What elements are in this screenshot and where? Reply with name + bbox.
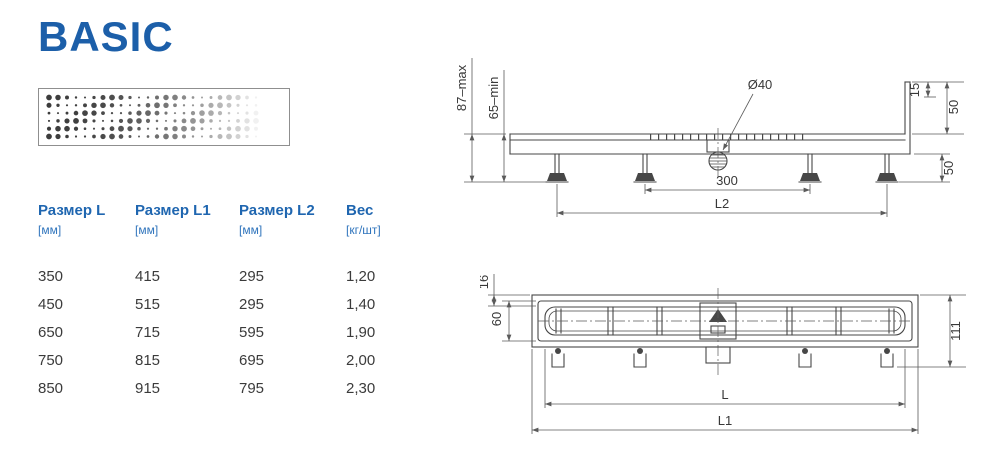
table-header-row: Размер L [мм] Размер L1 [мм] Размер L2 [… xyxy=(38,202,436,263)
col-label: Размер L1 xyxy=(135,202,211,219)
adjustable-leg xyxy=(875,153,899,183)
col-header-size-l1: Размер L1 [мм] xyxy=(135,202,239,263)
col-unit: [мм] xyxy=(239,223,263,237)
dim-height-min-label: 65–min xyxy=(486,77,501,120)
bottom-outlet-box xyxy=(705,346,731,364)
cell-size-l: 350 xyxy=(38,268,64,285)
dim-edge-offset-label: 15 xyxy=(907,83,922,97)
cell-weight: 2,00 xyxy=(346,352,376,369)
dim-length-l1-label: L1 xyxy=(718,413,732,428)
col-label: Размер L xyxy=(38,202,106,219)
side-view-dimensions: 87–max 65–min Ø40 15 50 50 300 L2 xyxy=(454,58,964,217)
side-view-drawing: 87–max 65–min Ø40 15 50 50 300 L2 xyxy=(454,58,964,217)
mounting-brackets xyxy=(551,348,894,368)
dim-length-l-label: L xyxy=(721,387,728,402)
dim-height-max-label: 87–max xyxy=(454,64,469,111)
cell-weight: 1,90 xyxy=(346,324,376,341)
cell-size-l: 450 xyxy=(38,296,64,313)
cell-size-l1: 815 xyxy=(135,352,161,369)
table-row: 650 715 595 1,90 xyxy=(38,319,436,347)
col-unit: [кг/шт] xyxy=(346,223,381,237)
grate-dots-pattern xyxy=(46,94,259,140)
adjustable-leg xyxy=(633,153,657,183)
col-header-size-l: Размер L [мм] xyxy=(38,202,135,263)
cell-size-l1: 515 xyxy=(135,296,161,313)
cell-size-l2: 295 xyxy=(239,296,265,313)
dim-leg-height-label: 50 xyxy=(941,161,956,175)
diameter-leader-line xyxy=(722,93,754,151)
cell-size-l2: 795 xyxy=(239,380,265,397)
cell-size-l: 650 xyxy=(38,324,64,341)
cell-weight: 2,30 xyxy=(346,380,376,397)
cell-size-l1: 915 xyxy=(135,380,161,397)
col-label: Размер L2 xyxy=(239,202,315,219)
page-title: BASIC xyxy=(38,13,174,60)
dim-length-l2-label: L2 xyxy=(715,196,729,211)
size-table: Размер L [мм] Размер L1 [мм] Размер L2 [… xyxy=(38,202,436,403)
dim-channel-width-label: 60 xyxy=(489,312,504,326)
top-view-drawing: 16 60 111 L L1 xyxy=(480,274,966,434)
cell-size-l1: 715 xyxy=(135,324,161,341)
cell-weight: 1,20 xyxy=(346,268,376,285)
channel-profile xyxy=(509,81,911,155)
cell-size-l2: 595 xyxy=(239,324,265,341)
cell-size-l: 850 xyxy=(38,380,64,397)
drain-outlet xyxy=(706,128,730,178)
dim-outlet-spacing-label: 300 xyxy=(716,173,738,188)
table-row: 350 415 295 1,20 xyxy=(38,263,436,291)
table-row: 450 515 295 1,40 xyxy=(38,291,436,319)
dim-total-width-label: 111 xyxy=(948,321,963,341)
cell-size-l: 750 xyxy=(38,352,64,369)
col-header-weight: Вес [кг/шт] xyxy=(346,202,436,263)
top-view-dimensions: 16 60 111 L L1 xyxy=(480,274,966,434)
col-unit: [мм] xyxy=(135,223,159,237)
cell-size-l1: 415 xyxy=(135,268,161,285)
dim-wall-flange-height-label: 50 xyxy=(946,100,961,114)
table-row: 750 815 695 2,00 xyxy=(38,347,436,375)
table-row: 850 915 795 2,30 xyxy=(38,375,436,403)
col-header-size-l2: Размер L2 [мм] xyxy=(239,202,346,263)
adjustable-leg xyxy=(545,153,569,183)
cell-size-l2: 695 xyxy=(239,352,265,369)
cell-size-l2: 295 xyxy=(239,268,265,285)
col-label: Вес xyxy=(346,202,374,219)
col-unit: [мм] xyxy=(38,223,62,237)
adjustable-leg xyxy=(798,153,822,183)
grate-pattern-image xyxy=(38,88,290,146)
cell-weight: 1,40 xyxy=(346,296,376,313)
dim-edge-width-label: 16 xyxy=(480,275,491,289)
dim-drain-diameter-label: Ø40 xyxy=(748,77,773,92)
